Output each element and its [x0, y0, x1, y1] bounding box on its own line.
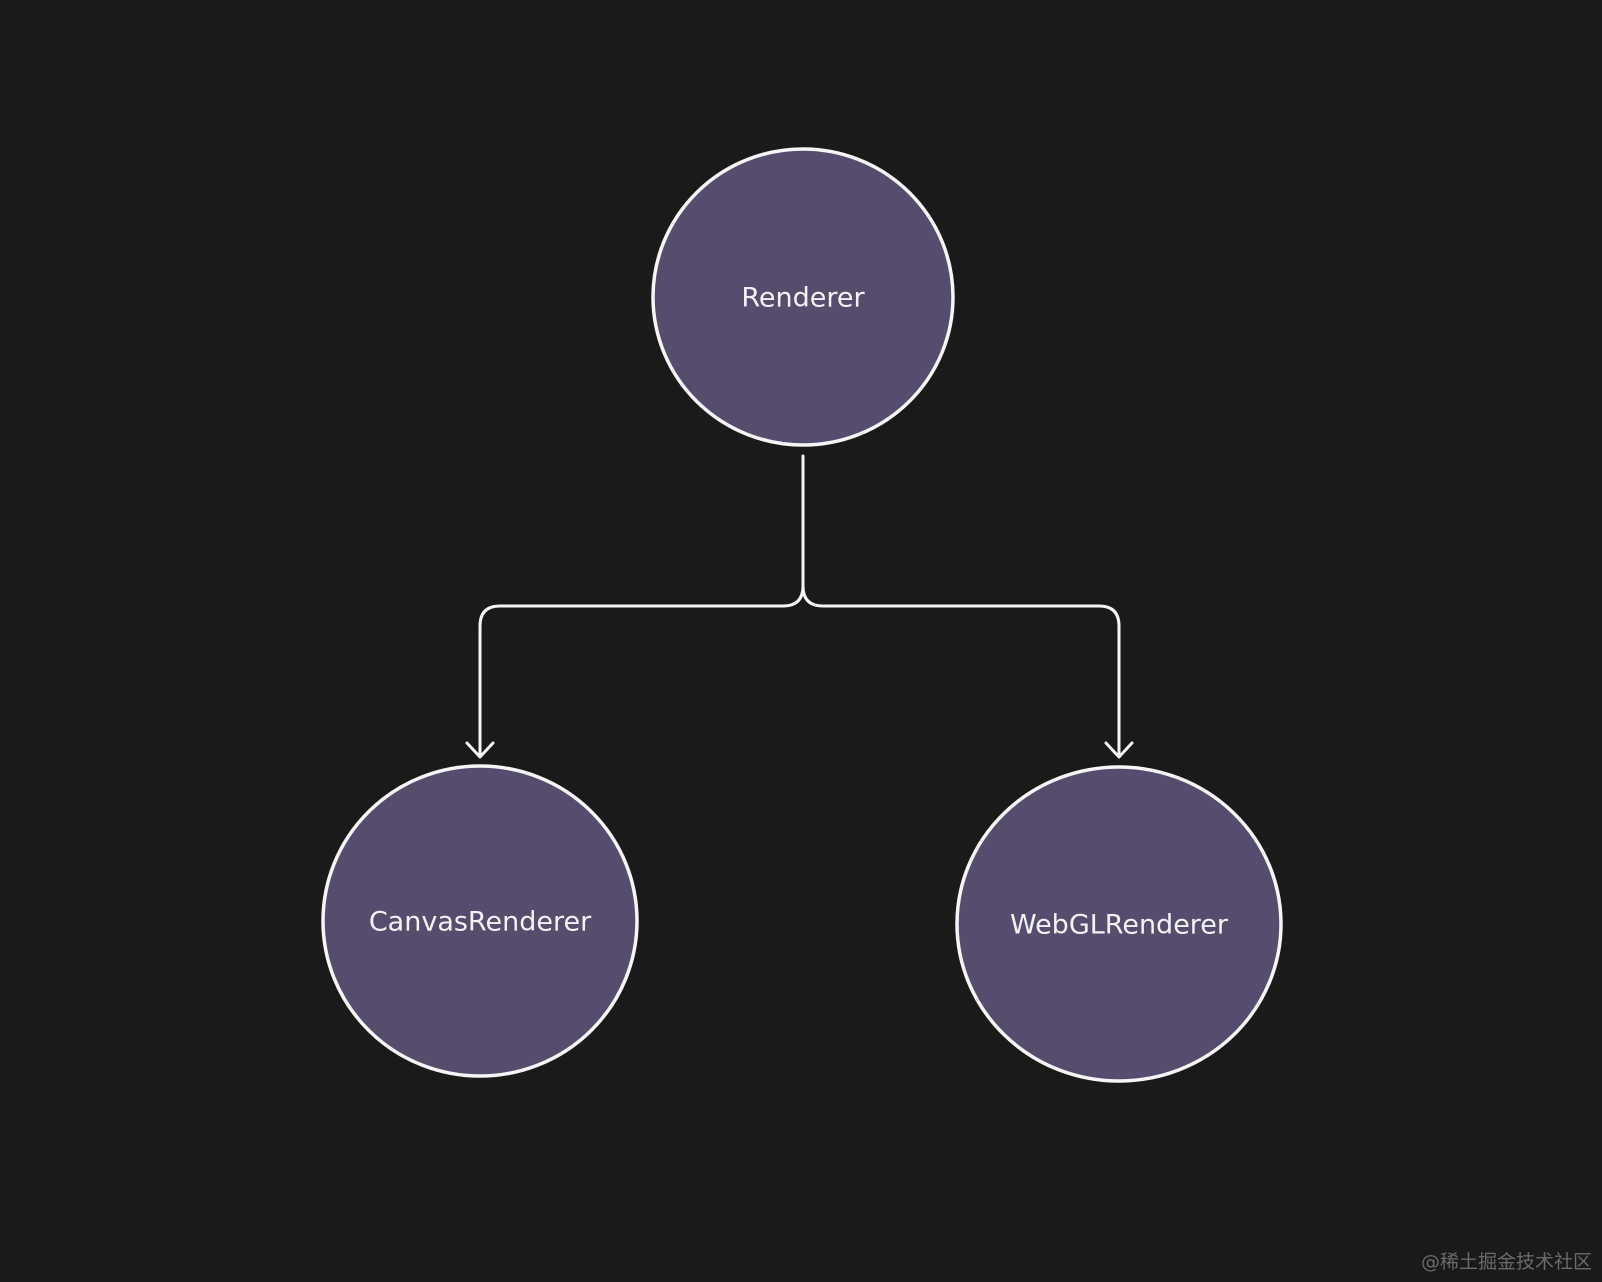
- edge-renderer-to-canvasrenderer: [478, 454, 805, 758]
- node-renderer: Renderer: [651, 147, 955, 447]
- node-renderer-circle: [651, 147, 955, 447]
- node-canvasrenderer: CanvasRenderer: [321, 764, 639, 1078]
- edges: [465, 454, 1134, 759]
- node-canvasrenderer-circle: [321, 764, 639, 1078]
- node-renderer-label: Renderer: [741, 283, 865, 314]
- edge-renderer-to-webglrenderer: [801, 584, 1121, 758]
- node-webglrenderer-circle: [955, 765, 1283, 1083]
- watermark-text: @稀土掘金技术社区: [1420, 1251, 1592, 1273]
- arrowhead-webglrenderer: [1104, 741, 1134, 759]
- node-webglrenderer: WebGLRenderer: [955, 765, 1283, 1083]
- node-canvasrenderer-label: CanvasRenderer: [369, 907, 592, 938]
- arrowhead-canvasrenderer: [465, 741, 495, 759]
- node-webglrenderer-label: WebGLRenderer: [1010, 910, 1229, 941]
